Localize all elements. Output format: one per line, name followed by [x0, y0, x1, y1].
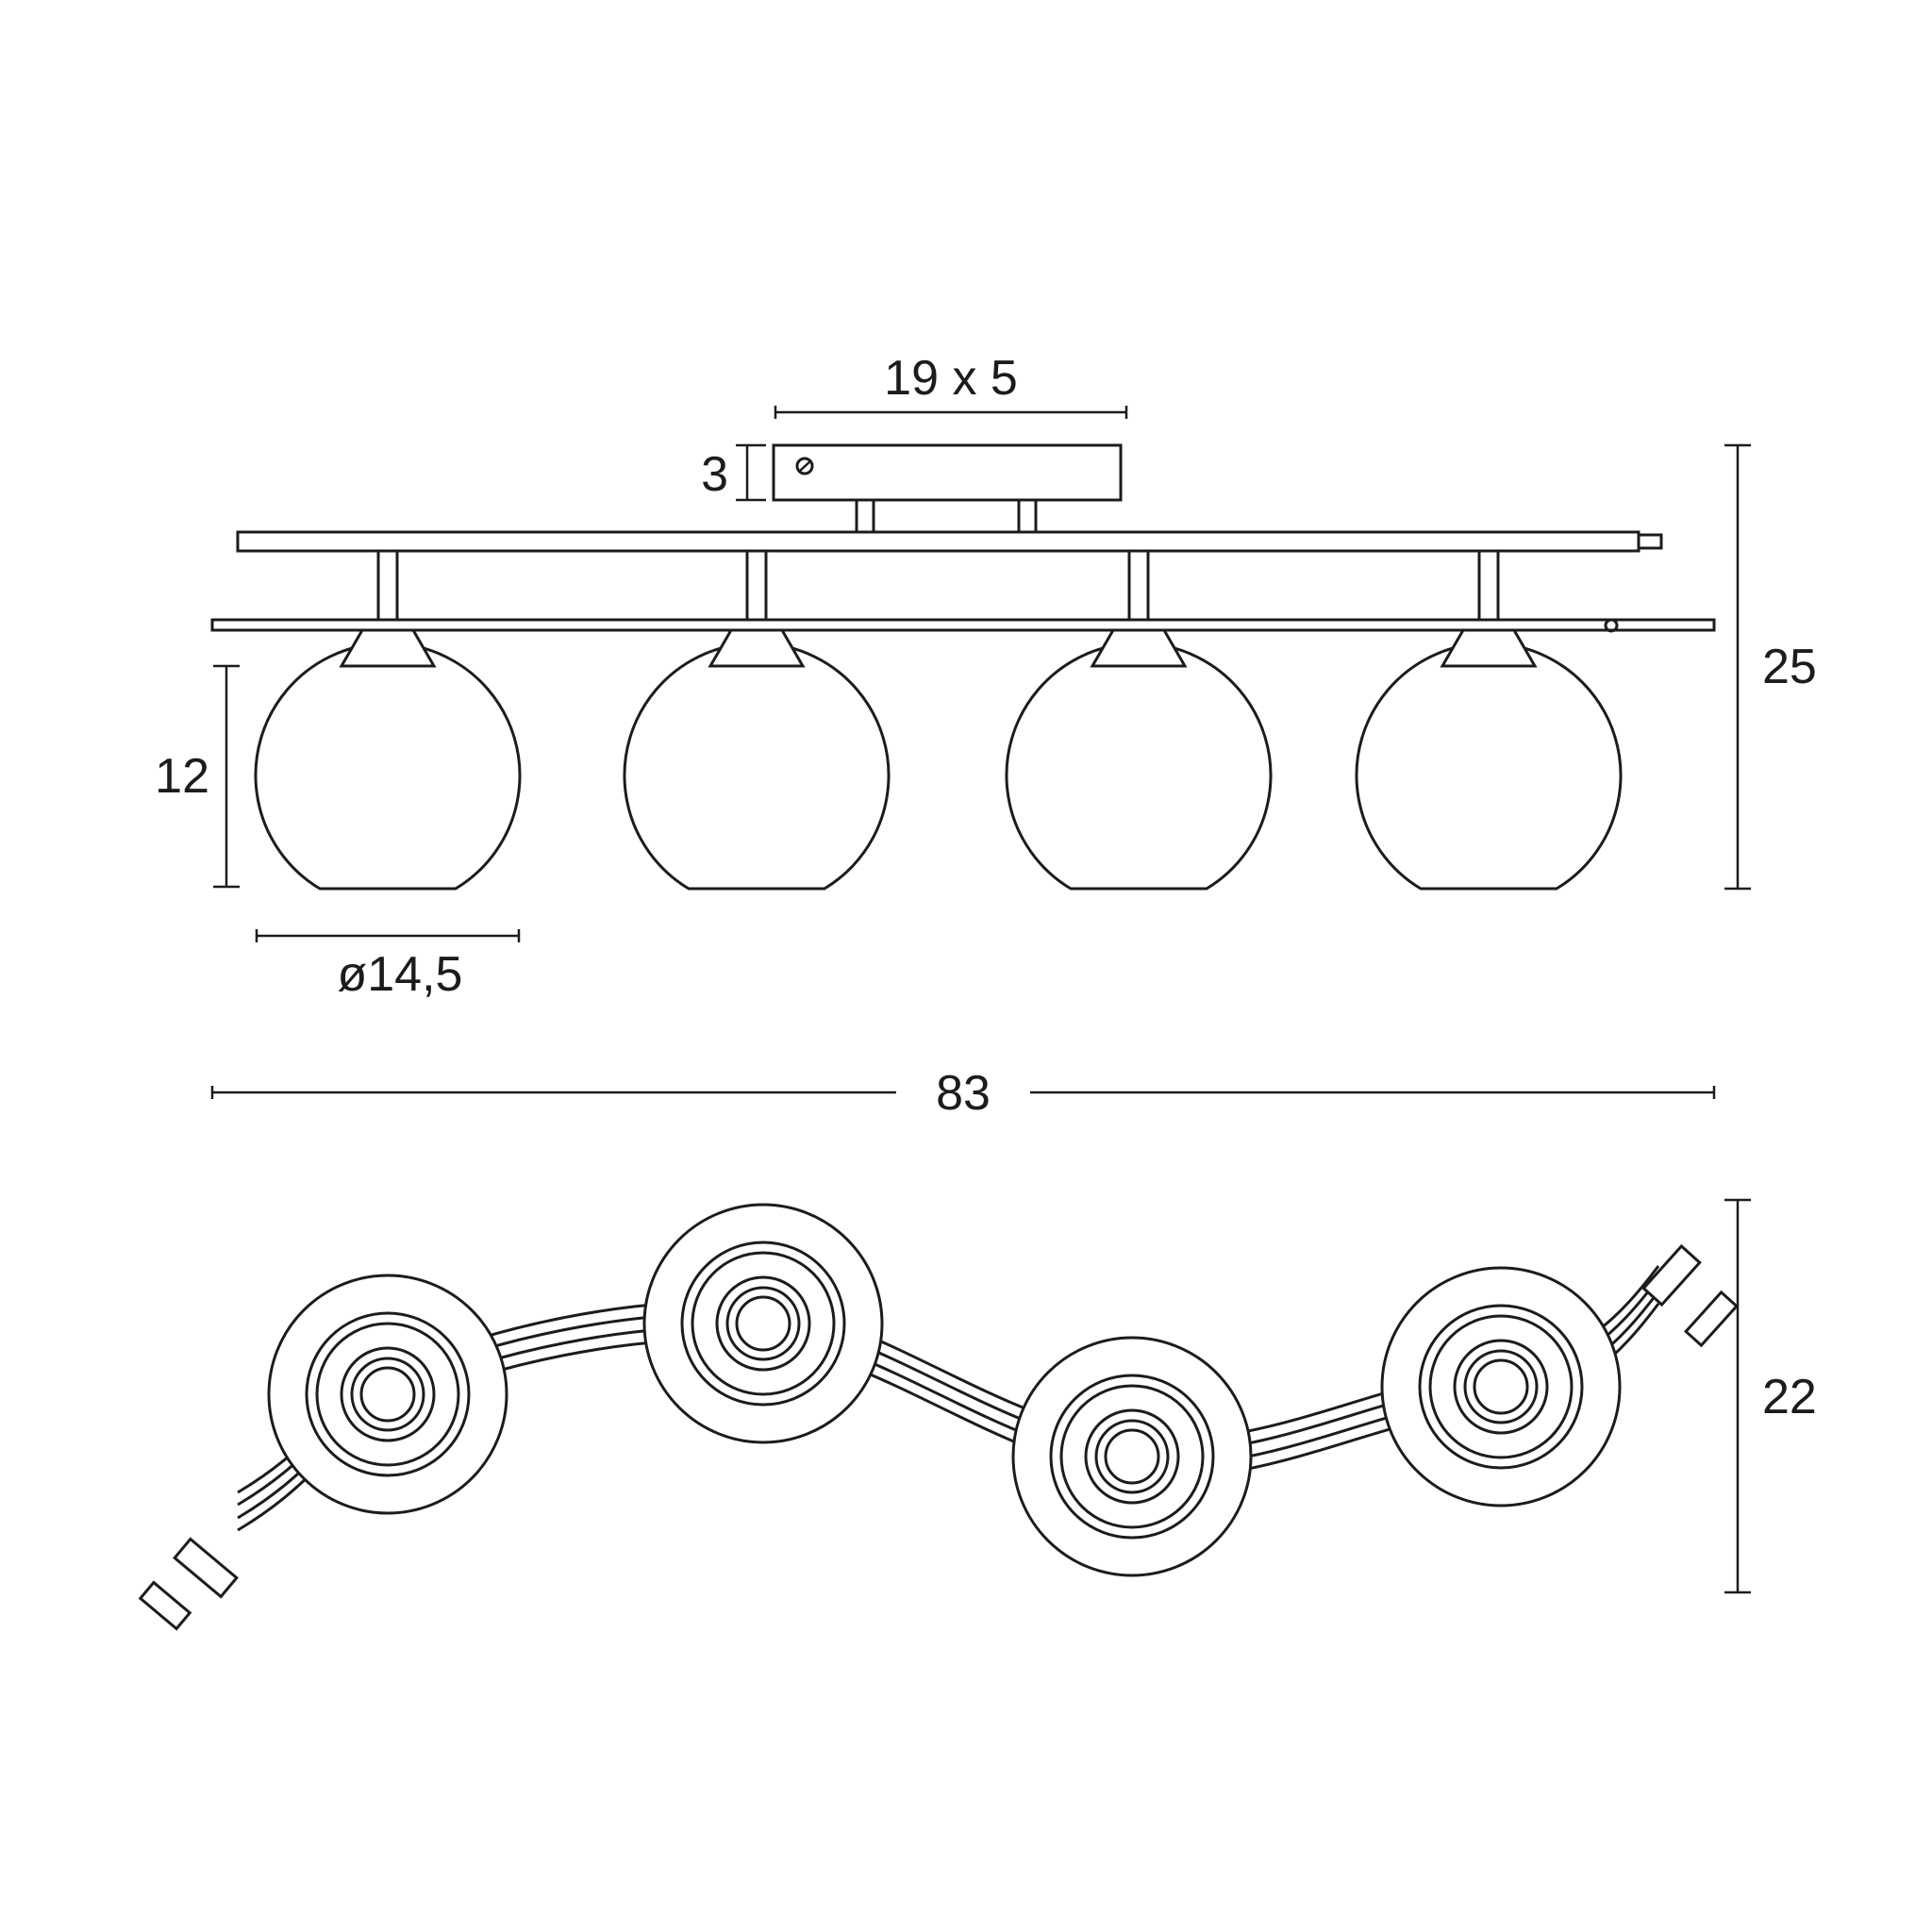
- dimension-canopy-width: 19 x 5: [774, 351, 1128, 419]
- canopy-stem: [855, 498, 875, 534]
- canopy-screw-icon: [795, 457, 814, 475]
- globe-shade-top-4: [1380, 1266, 1622, 1507]
- dimension-overall-depth: 22: [1724, 1198, 1817, 1594]
- dimension-total-height: 25: [1724, 443, 1817, 891]
- globe-shade-top-2: [642, 1203, 884, 1444]
- ceiling-canopy: [772, 443, 1123, 502]
- shade-height-label: 12: [155, 749, 209, 804]
- canopy-stem: [1017, 498, 1038, 534]
- overall-depth-label: 22: [1762, 1370, 1817, 1424]
- side-elevation-view: 19 x 5 3: [155, 351, 1817, 1002]
- band-end-tab-right: [1641, 1243, 1740, 1348]
- rail-screw-icon: [1604, 618, 1619, 633]
- upper-bar: [236, 530, 1641, 553]
- shade-neck: [339, 628, 437, 668]
- mounting-bar: [210, 498, 1716, 633]
- overall-width-label: 83: [936, 1066, 991, 1121]
- total-height-label: 25: [1762, 640, 1817, 694]
- dimension-shade-diameter: ø14,5: [255, 929, 521, 1002]
- globe-shade-side-1: [254, 628, 522, 891]
- shade-diameter-label: ø14,5: [338, 947, 463, 1002]
- canopy-width-label: 19 x 5: [884, 351, 1018, 406]
- band-end-tab-left: [138, 1537, 239, 1631]
- shade-neck: [708, 628, 806, 668]
- shade-connector: [745, 549, 768, 622]
- shade-connector: [1127, 549, 1150, 622]
- shade-connector: [1477, 549, 1500, 622]
- shade-connector: [376, 549, 399, 622]
- lower-rail: [210, 618, 1716, 632]
- upper-bar-end-tab: [1637, 533, 1663, 550]
- globe-shade-side-2: [623, 628, 891, 891]
- globe-shade-top-1: [267, 1274, 508, 1515]
- canopy-height-label: 3: [701, 447, 728, 502]
- globe-shade-top-3: [1011, 1336, 1253, 1577]
- globe-shade-side-4: [1355, 628, 1623, 891]
- dimension-shade-height: 12: [155, 664, 240, 889]
- dimension-overall-width: 83: [210, 1066, 1716, 1121]
- shade-neck: [1090, 628, 1188, 668]
- globe-shade-side-3: [1005, 628, 1273, 891]
- plan-view: 22: [138, 1198, 1817, 1631]
- shade-neck: [1440, 628, 1538, 668]
- dimension-canopy-height: 3: [701, 443, 766, 502]
